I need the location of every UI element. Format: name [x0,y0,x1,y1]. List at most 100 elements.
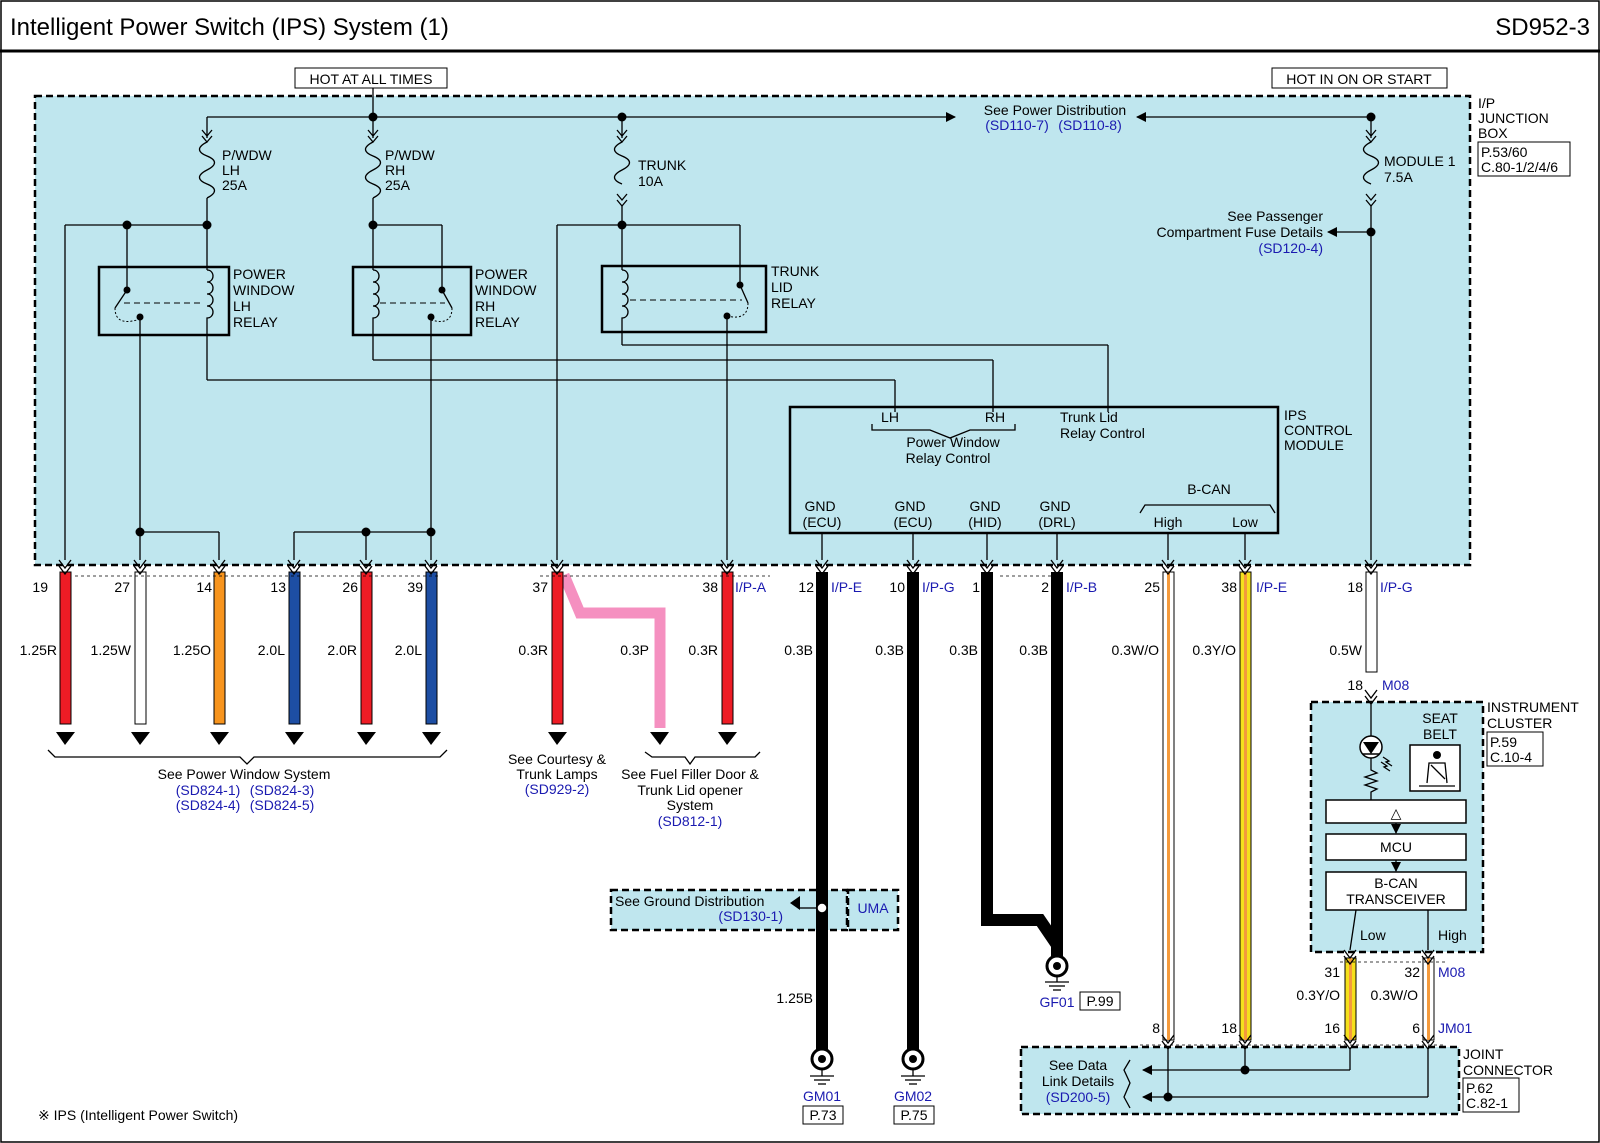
cluster-ref-2: C.10-4 [1490,749,1532,765]
ground-gf01 [1045,954,1069,991]
relay-switch [739,284,749,304]
fuel-link[interactable]: (SD812-1) [658,813,723,829]
fuel-brace [644,751,761,766]
gnd-dist-arrow [790,896,800,910]
wire-spec: 0.3B [1019,642,1048,658]
ips-label-1: IPS [1284,407,1307,423]
gnd-ecu-1: GND [804,498,835,514]
gf01-ref-box [1079,991,1121,1011]
bcan-low: Low [1232,514,1259,530]
pws-link-d[interactable]: (SD824-5) [250,797,315,813]
mcu-label: MCU [1380,839,1412,855]
wire-2-0r [360,571,373,725]
pin: 38 [1221,579,1237,595]
relay-rh-box [351,265,473,337]
fuse-module-1 [1362,129,1380,560]
wire-0-5w [1365,571,1378,673]
pws-link-c[interactable]: (SD824-4) [176,797,241,813]
bcan-transceiver-1: B-CAN [1374,875,1418,891]
fuse-rh-2: RH [385,162,405,178]
wire-spec: 2.0L [395,642,422,658]
jbox-label-2: JUNCTION [1478,110,1549,126]
pin: 19 [32,579,48,595]
delta-symbol: △ [1391,805,1402,821]
data-link-ref[interactable]: (SD200-5) [1046,1089,1111,1105]
seat-belt-1: SEAT [1422,710,1458,726]
footnote: ※ IPS (Intelligent Power Switch) [38,1107,238,1123]
hot-at-all-times: HOT AT ALL TIMES [310,71,433,87]
cluster-low: Low [1360,927,1387,943]
pws-ref: See Power Window System [158,766,331,782]
page-title: Intelligent Power Switch (IPS) System (1… [10,14,449,41]
pw-ctrl-2: Relay Control [906,450,991,466]
uma-box [846,888,900,932]
wire-2-0l [288,571,301,725]
gm01-ref: P.73 [810,1107,837,1123]
uma-label: UMA [857,900,889,916]
junction-dot [1366,112,1376,122]
courtesy-ref-1: See Courtesy & [508,751,607,767]
ground-gm02 [901,1047,925,1085]
pin: 18 [1347,677,1363,693]
wire-spec: 0.3B [875,642,904,658]
gnd-dist-link[interactable]: (SD130-1) [718,908,783,924]
pin: 16 [1324,1020,1340,1036]
relay-coil [621,269,629,345]
connector-ipg: I/P-G [922,579,955,595]
pin: 31 [1324,964,1340,980]
wire-spec: 1.25B [776,990,813,1006]
fuel-ref-2: Trunk Lid opener [637,782,743,798]
gm01-ref-box [802,1105,844,1125]
gnd-ecu-2b: (ECU) [894,514,933,530]
bcan-high: High [1154,514,1183,530]
data-link-1: See Data [1049,1057,1108,1073]
bcan-transceiver-box [1325,871,1467,911]
connector-chevrons [58,559,1435,1051]
wire-spec: 2.0R [327,642,357,658]
wire-stripe [1349,958,1352,1040]
ground-distribution-box [609,888,849,932]
junction-dot [1240,1065,1250,1075]
fuse-lh-1: P/WDW [222,147,273,163]
instrument-cluster-box [1309,700,1485,954]
pin: 12 [798,579,814,595]
power-dist-link-b[interactable]: (SD110-8) [1058,117,1122,133]
pin: 26 [342,579,358,595]
connector-ipe-2: I/P-E [1256,579,1287,595]
junction-dot [361,527,371,537]
gnd-drl: GND [1039,498,1070,514]
relay-trunk-1: TRUNK [771,263,820,279]
cluster-high: High [1438,927,1467,943]
pws-link-b[interactable]: (SD824-3) [250,782,315,798]
hot-in-on-box [1271,67,1448,89]
pin: 37 [532,579,548,595]
connector-ipa: I/P-A [735,579,767,595]
gf01-label: GF01 [1039,994,1074,1010]
wire-stripe [1427,958,1430,1040]
ips-label-3: MODULE [1284,437,1344,453]
pws-link-a[interactable]: (SD824-1) [176,782,241,798]
pass-comp-link[interactable]: (SD120-4) [1258,240,1323,256]
wire-0-3r [551,571,564,725]
pin: 25 [1144,579,1160,595]
fuel-ref-3: System [667,797,714,813]
wire-1-25r [59,571,72,725]
joint-connector-box [1019,1045,1461,1116]
ips-lh: LH [881,409,899,425]
jbox-ref-1: P.53/60 [1481,144,1528,160]
pw-ctrl-1: Power Window [906,434,1000,450]
courtesy-link[interactable]: (SD929-2) [525,781,590,797]
wire-spec: 0.3P [620,642,649,658]
relay-switch [114,289,128,309]
wire-spec: 0.5W [1329,642,1362,658]
relay-coil [206,269,214,380]
power-dist-link-a[interactable]: (SD110-7) [985,117,1049,133]
fuse-module-1-label: MODULE 1 [1384,153,1456,169]
page-code: SD952-3 [1495,14,1590,41]
pin: 14 [196,579,212,595]
junction-dot [426,527,436,537]
wire-0-3b-gm01 [816,572,828,1052]
wire-0-3wo-stripe [1167,572,1170,1040]
wire-0-3b-drl [1051,572,1063,952]
